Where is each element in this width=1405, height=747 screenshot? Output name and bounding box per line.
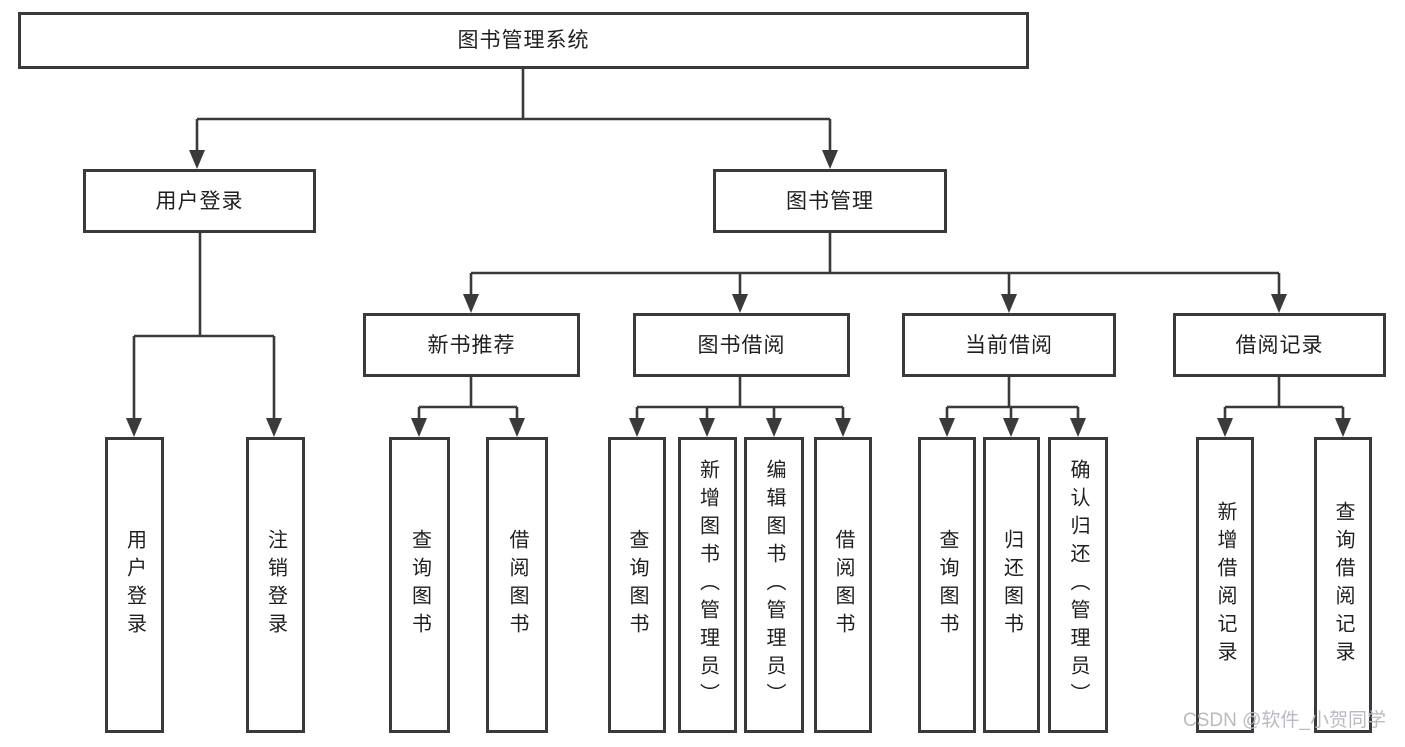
- csdn-watermark: CSDN @软件_小贺同学: [1183, 710, 1386, 731]
- connector-new-book-children: [411, 377, 525, 437]
- leaf-confirm-return-admin: 确认归还（管理员）: [1048, 437, 1108, 733]
- leaf-borrow-books-newbook: 借阅图书: [486, 437, 548, 733]
- leaf-borrow-books: 借阅图书: [814, 437, 872, 733]
- leaf-add-borrow-record: 新增借阅记录: [1196, 437, 1254, 733]
- node-library-management-system: 图书管理系统: [18, 12, 1029, 69]
- connector-current-borrow-children: [939, 377, 1086, 437]
- node-new-book-recommend: 新书推荐: [363, 313, 580, 377]
- node-book-borrow: 图书借阅: [633, 313, 850, 377]
- node-borrow-records: 借阅记录: [1173, 313, 1386, 377]
- leaf-logout-login: 注销登录: [246, 437, 305, 733]
- leaf-query-books-borrow: 查询图书: [608, 437, 666, 733]
- leaf-return-books: 归还图书: [983, 437, 1040, 733]
- node-user-login: 用户登录: [83, 169, 316, 233]
- connector-root-to-level2: [189, 69, 838, 169]
- leaf-query-books-current: 查询图书: [918, 437, 976, 733]
- leaf-user-login: 用户登录: [105, 437, 164, 733]
- leaf-add-books-admin: 新增图书（管理员）: [678, 437, 737, 733]
- node-current-borrow: 当前借阅: [902, 313, 1116, 377]
- connector-book-management-children: [463, 233, 1287, 313]
- connector-borrow-records-children: [1217, 377, 1351, 437]
- connector-user-login-children: [126, 233, 282, 437]
- leaf-query-books-newbook: 查询图书: [389, 437, 450, 733]
- node-book-management: 图书管理: [713, 169, 947, 233]
- connector-book-borrow-children: [629, 377, 851, 437]
- leaf-query-borrow-record: 查询借阅记录: [1314, 437, 1372, 733]
- leaf-edit-books-admin: 编辑图书（管理员）: [744, 437, 804, 733]
